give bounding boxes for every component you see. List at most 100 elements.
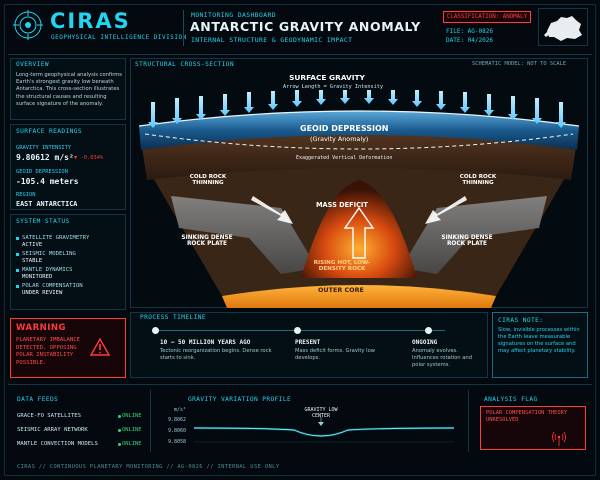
warning-triangle-icon (89, 337, 111, 356)
analysis-text: POLAR COMPENSATION THEORY UNRESOLVED (486, 410, 568, 424)
depression-value: -105.4 meters (16, 177, 79, 186)
overview-title: OVERVIEW (16, 61, 50, 68)
timeline-stage-text: Anomaly evolves. Influences rotation and… (412, 348, 472, 368)
overview-text: Long-term geophysical analysis confirms … (16, 72, 122, 107)
timeline-node (152, 327, 159, 334)
feed-online-dot-icon (118, 415, 121, 418)
timeline-stage-label: PRESENT (295, 339, 321, 346)
warning-title: WARNING (16, 323, 66, 333)
exaggerated-label: Exaggerated Vertical Deformation (296, 155, 393, 161)
geoid-subtitle: (Gravity Anomaly) (310, 135, 369, 143)
classification-badge: CLASSIFICATION: ANOMALY (443, 11, 531, 23)
bottom-divider (150, 390, 151, 452)
warning-text: PLANETARY IMBALANCE DETECTED. OPPOSING P… (16, 337, 80, 366)
feed-item-name: MANTLE CONVECTION MODELS (17, 441, 98, 447)
bottom-rule (8, 384, 592, 385)
status-item-state: UNDER REVIEW (22, 290, 63, 296)
intensity-change: ▼ -0.034% (74, 155, 104, 161)
status-item-state: MONITORED (22, 274, 53, 280)
brand-name: CIRAS (50, 9, 131, 33)
status-item-state: ACTIVE (22, 242, 43, 248)
overview-panel (10, 58, 126, 120)
classification-label: CLASSIFICATION: ANOMALY (446, 14, 528, 20)
feed-item-status: ONLINE (122, 427, 142, 433)
system-status-title: SYSTEM STATUS (16, 218, 70, 225)
profile-tick: 9.8062 (168, 417, 187, 423)
feed-online-dot-icon (118, 429, 121, 432)
status-item-name: SATELLITE GRAVIMETRY (22, 235, 90, 241)
status-item-name: MANTLE DYNAMICS (22, 267, 73, 273)
feed-item-status: ONLINE (122, 441, 142, 447)
gravity-arrow-icon (148, 90, 566, 128)
readings-title: SURFACE READINGS (16, 128, 83, 135)
mass-deficit-label: MASS DEFICIT (316, 201, 368, 209)
header-rule (8, 54, 592, 55)
warning-panel (10, 318, 126, 378)
status-square-icon (16, 253, 19, 256)
analysis-flag-panel (480, 406, 586, 450)
brand-division: GEOPHYSICAL INTELLIGENCE DIVISION (51, 34, 187, 41)
feed-item-name: SEISMIC ARRAY NETWORK (17, 427, 88, 433)
timeline-title: PROCESS TIMELINE (140, 314, 207, 321)
cold-rock-right-label: COLD ROCK THINNING (459, 174, 497, 186)
arrow-legend-note: Arrow Length = Gravity Intensity (283, 84, 383, 90)
file-id: FILE: AG-0826 (446, 28, 493, 35)
timeline-stage-label: 10 – 50 MILLION YEARS AGO (160, 339, 251, 346)
data-feeds-title: DATA FEEDS (17, 396, 59, 403)
page-title: ANTARCTIC GRAVITY ANOMALY (190, 19, 421, 34)
profile-unit: m/s² (174, 407, 187, 413)
sinking-left-label: SINKING DENSE ROCK PLATE (181, 235, 233, 247)
timeline-stage-label: ONGOING (412, 339, 438, 346)
ciras-logo-icon (13, 10, 43, 40)
region-label: REGION (16, 192, 36, 198)
signal-antenna-icon (551, 430, 567, 446)
intensity-value: 9.80612 m/s² (16, 153, 74, 162)
timeline-stage-text: Tectonic reorganization begins. Dense ro… (160, 348, 272, 361)
gravity-low-label: GRAVITY LOW CENTER (304, 407, 338, 419)
depression-label: GEOID DEPRESSION (16, 169, 68, 175)
page-subtitle: INTERNAL STRUCTURE & GEODYNAMIC IMPACT (191, 36, 353, 44)
status-item-state: STABLE (22, 258, 43, 264)
file-date: DATE: 04/2026 (446, 37, 493, 44)
profile-tick: 9.8060 (168, 428, 187, 434)
ciras-note-title: CIRAS NOTE: (498, 317, 544, 324)
timeline-panel (130, 312, 488, 378)
feed-online-dot-icon (118, 443, 121, 446)
antarctica-map-icon (538, 8, 588, 46)
timeline-node (425, 327, 432, 334)
system-status-panel (10, 214, 126, 310)
timeline-node (294, 327, 301, 334)
outer-core-label: OUTER CORE (318, 286, 364, 294)
cross-section-title: STRUCTURAL CROSS-SECTION (135, 61, 235, 68)
cold-rock-left-label: COLD ROCK THINNING (189, 174, 227, 186)
cross-section-diagram (138, 90, 580, 308)
cross-section-note: SCHEMATIC MODEL: NOT TO SCALE (472, 61, 567, 67)
feed-item-status: ONLINE (122, 413, 142, 419)
header-section: MONITORING DASHBOARD (191, 11, 276, 19)
sinking-right-label: SINKING DENSE ROCK PLATE (441, 235, 493, 247)
gravity-profile-curve (194, 417, 454, 443)
status-square-icon (16, 285, 19, 288)
status-item-name: SEISMIC MODELING (22, 251, 76, 257)
profile-title: GRAVITY VARIATION PROFILE (188, 396, 292, 403)
outer-frame (4, 4, 596, 476)
footer-text: CIRAS // CONTINUOUS PLANETARY MONITORING… (17, 464, 280, 470)
analysis-title: ANALYSIS FLAG (484, 396, 538, 403)
ciras-note-panel (492, 312, 588, 378)
surface-gravity-label: SURFACE GRAVITY (289, 73, 365, 82)
profile-tick: 9.8058 (168, 439, 187, 445)
timeline-stage-text: Mass deficit forms. Gravity low develops… (295, 348, 375, 361)
readings-panel (10, 124, 126, 210)
rising-rock-label: RISING HOT, LOW-DENSITY ROCK (313, 260, 371, 272)
intensity-label: GRAVITY INTENSITY (16, 145, 72, 151)
region-value: EAST ANTARCTICA (16, 200, 78, 208)
ciras-note-text: Slow, invisible processes within the Ear… (498, 327, 580, 354)
geoid-title: GEOID DEPRESSION (300, 124, 389, 133)
status-item-name: POLAR COMPENSATION (22, 283, 83, 289)
bottom-divider (468, 390, 469, 452)
